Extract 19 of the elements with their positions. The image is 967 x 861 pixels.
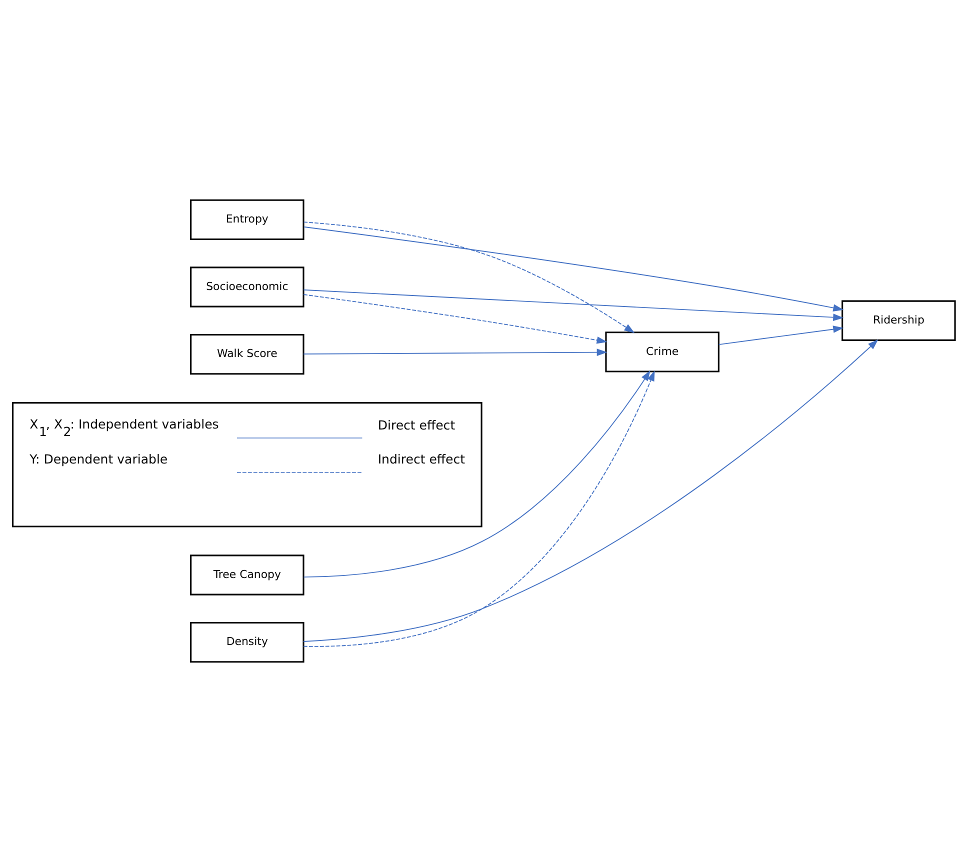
node-box: Entropy (190, 198, 304, 240)
arrow (303, 348, 608, 356)
legend-label: Direct effect (378, 416, 456, 432)
legend-label: Indirect effect (378, 451, 466, 466)
arrow (303, 370, 650, 578)
node-box: Tree Canopy (190, 554, 304, 595)
node-box: Walk Score (190, 333, 304, 374)
arrow (303, 370, 655, 646)
node-box: Ridership (842, 300, 956, 340)
node-box: Density (190, 621, 304, 662)
label: Y: Dependent variable (30, 451, 168, 466)
node-box: Socioeconomic (190, 266, 304, 307)
arrow (303, 221, 635, 333)
arrow (718, 325, 844, 344)
arrow (303, 288, 844, 320)
arrow (303, 294, 608, 344)
node-box: Crime (605, 331, 720, 372)
arrow (303, 338, 878, 642)
arrow (303, 226, 844, 311)
